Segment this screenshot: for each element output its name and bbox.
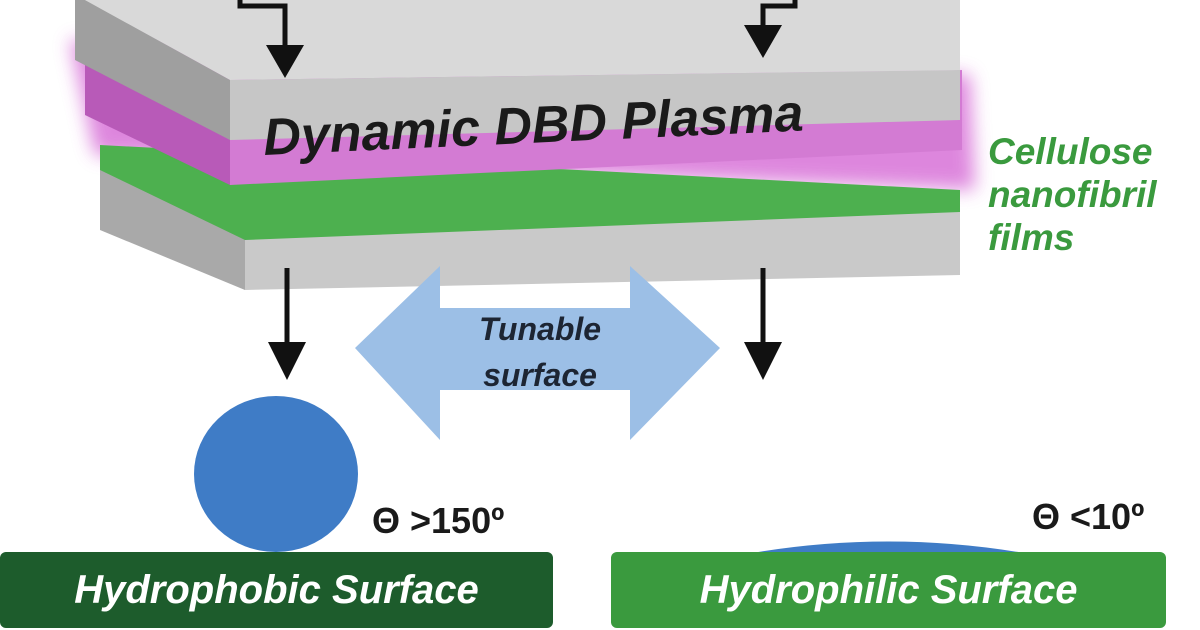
film-label: Cellulose nanofibril films [988, 130, 1157, 259]
output-arrow-right [744, 268, 782, 380]
hydrophilic-surface-label: Hydrophilic Surface [611, 552, 1166, 628]
tunable-label-line2: surface [483, 357, 597, 393]
hydrophobic-droplet [194, 396, 358, 552]
input-arrow-left [237, 0, 304, 78]
tunable-double-arrow [355, 266, 720, 440]
tunable-label: Tunable surface [440, 306, 640, 398]
hydrophobic-surface-label: Hydrophobic Surface [0, 552, 553, 628]
input-arrow-right [744, 0, 798, 58]
contact-angle-hydrophilic: Θ <10º [1032, 496, 1145, 537]
top-electrode [75, 0, 960, 140]
output-arrow-left [268, 268, 306, 380]
film-label-line2: nanofibril [988, 174, 1157, 215]
contact-angle-hydrophobic: Θ >150º [372, 500, 505, 541]
film-label-line3: films [988, 217, 1075, 258]
film-label-line1: Cellulose [988, 131, 1153, 172]
hydrophilic-droplet [752, 541, 1024, 553]
tunable-label-line1: Tunable [478, 311, 602, 347]
